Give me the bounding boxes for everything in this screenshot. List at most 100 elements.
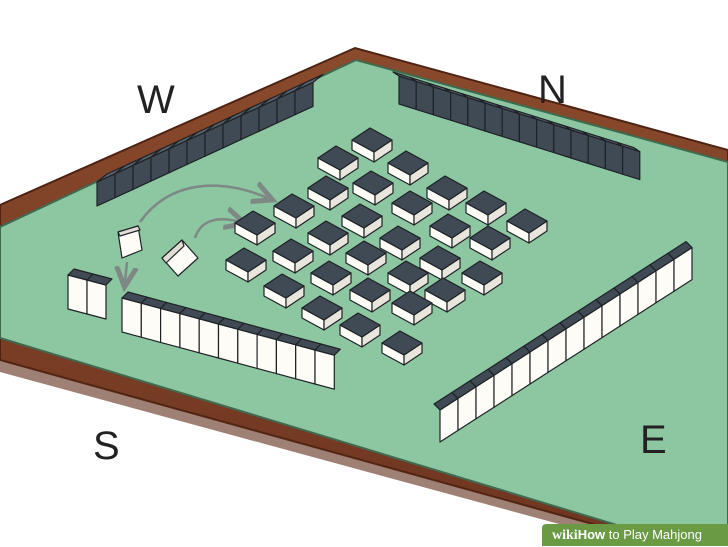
face-down-tile [273,193,315,229]
center-tiles [225,127,548,366]
face-down-tile [391,190,433,226]
tile-back [465,190,507,216]
tile-back [272,238,314,264]
south-wall-tile-face [179,313,200,354]
west-wall-tile [204,115,234,157]
east-wall-tile [631,264,657,315]
tile-back [424,277,466,303]
curved-arrow-icon [193,219,240,239]
tile-back [391,290,433,316]
tile-back [341,203,383,229]
face-down-tile [506,208,548,244]
hand-tile-top [86,273,113,286]
face-down-tile [234,210,276,246]
face-down-tile [301,295,343,331]
tile-back [301,295,343,321]
face-down-tile [225,247,267,283]
curved-arrow-icon [138,186,268,223]
tile-back [263,273,305,299]
hand-tile [67,268,94,315]
tile-back [339,312,381,338]
face-down-tile [341,203,383,239]
south-wall-tile-face [217,323,239,364]
west-wall-tile [132,148,162,190]
watermark-how: How [577,527,606,542]
north-wall-tile [615,141,641,181]
curved-arrow-icon [125,261,127,282]
tile-back [351,127,393,153]
tile-back [349,277,391,303]
face-down-tile [419,245,461,281]
watermark: wikiHow to Play Mahjong [542,524,728,546]
face-down-tile [379,225,421,261]
west-wall-tile [96,165,126,207]
east-wall-tile [487,357,513,408]
tile-back [506,208,548,234]
west-wall-tile-top [294,73,324,92]
tile-top [117,225,141,237]
tile-back [234,210,276,236]
face-down-tile [310,260,352,296]
tile-back [379,225,421,251]
hand-tile-face [86,279,107,320]
compass-west-label: W [137,78,175,122]
south-wall-tile-face [295,344,316,385]
face-down-tile [461,260,503,296]
tile-back [426,175,468,201]
tile-back [391,190,433,216]
compass-north-label: N [538,68,567,112]
face-down-tile [349,277,391,313]
tile-back [387,150,429,176]
tile-back [310,260,352,286]
face-down-tile [426,175,468,211]
face-down-tile [351,127,393,163]
face-down-tile [381,330,423,366]
east-wall-tile [451,380,477,431]
dice-tiles [117,225,199,277]
watermark-title: to Play Mahjong [605,527,702,542]
south-wall-tile [256,327,283,375]
west-wall-tile [294,73,324,116]
tile-back [381,330,423,356]
face-down-tile [272,238,314,274]
south-wall-tile-face [275,339,297,380]
watermark-brand: wiki [552,528,578,543]
tilted-tile [161,239,199,277]
south-wall-tile-face [160,307,181,349]
tile-back [345,240,387,266]
east-wall-tile [649,252,675,304]
north-wall-tile [581,130,607,170]
tile-back [419,245,461,271]
tile-back [469,225,511,251]
south-wall-tile-face [314,349,335,390]
south-wall-tile-face [237,328,258,369]
south-wall-tile-face [256,333,277,375]
east-wall-tile [505,345,531,397]
compass-east-label: E [640,418,667,462]
south-wall-tile-face [140,302,162,343]
hand-tile-face [67,274,88,315]
north-wall-tile [444,87,469,127]
standing-tile [117,225,143,259]
east-wall-tile [595,287,621,339]
face-down-tile [465,190,507,226]
tile-back [461,260,503,286]
tile-back [387,260,429,286]
face-down-tile [424,277,466,313]
face-down-tile [391,290,433,326]
tile-back [225,247,267,273]
face-down-tile [339,312,381,348]
face-down-tile [352,170,394,206]
face-down-tile [387,150,429,186]
hand-tile [86,273,113,320]
south-wall-tile-top [314,343,341,356]
face-down-tile [469,225,511,261]
east-wall-tile [577,299,603,350]
compass-south-label: S [93,424,120,468]
east-wall-tile [613,275,639,327]
south-wall-tile-face [121,297,142,338]
tile-back [317,145,359,171]
face-down-tile [317,145,359,181]
